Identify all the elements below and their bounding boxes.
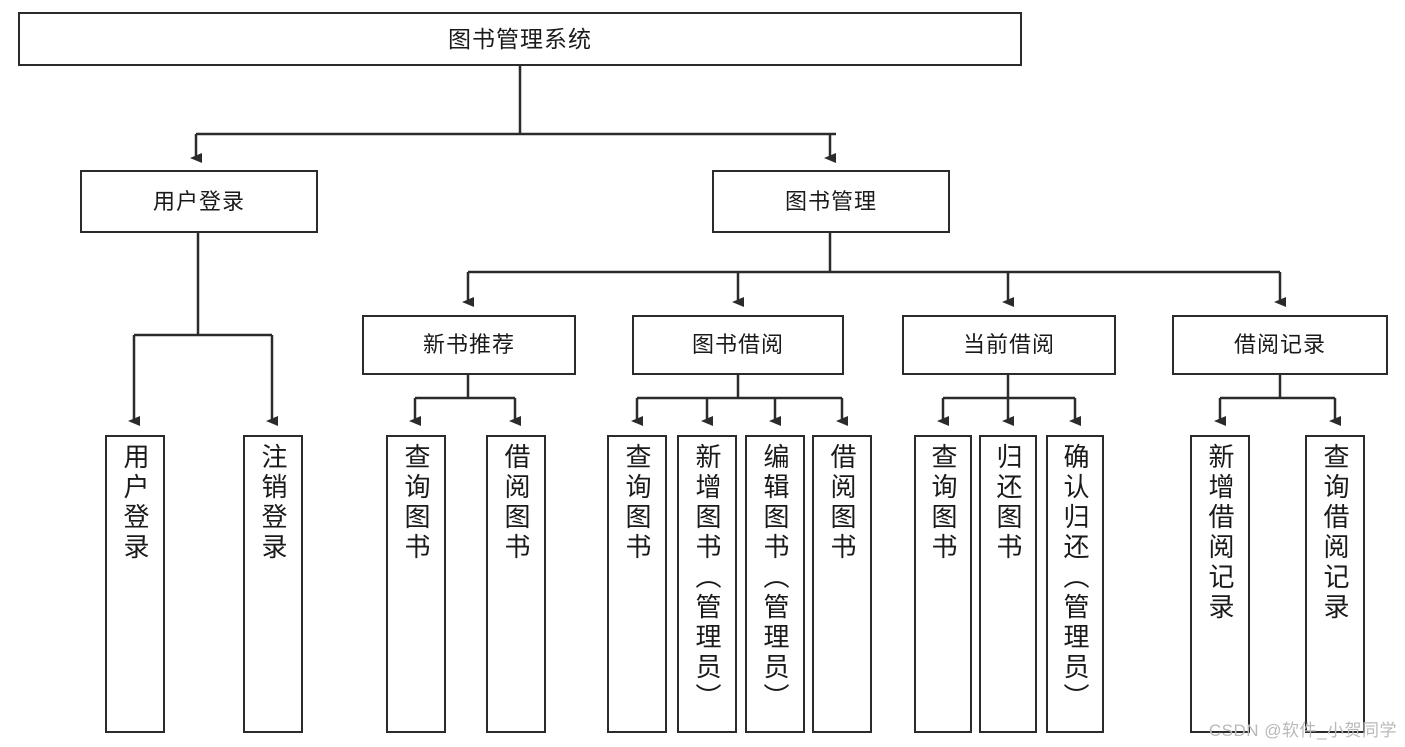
node-user-login[interactable]: 用户登录 (80, 170, 318, 233)
leaf-query-book-borrow[interactable]: 查询图书 (607, 435, 667, 733)
node-label: 新增借阅记录 (1205, 443, 1235, 623)
node-book-borrow[interactable]: 图书借阅 (632, 315, 844, 375)
leaf-logout[interactable]: 注销登录 (243, 435, 303, 733)
node-label: 归还图书 (993, 443, 1023, 563)
leaf-add-book-admin[interactable]: 新增图书（管理员） (677, 435, 737, 733)
node-current-borrow[interactable]: 当前借阅 (902, 315, 1116, 375)
node-label: 确认归还（管理员） (1060, 443, 1090, 713)
leaf-borrow-book[interactable]: 借阅图书 (812, 435, 872, 733)
leaf-query-borrow-record[interactable]: 查询借阅记录 (1305, 435, 1365, 733)
node-label: 新书推荐 (422, 332, 515, 358)
node-borrow-record[interactable]: 借阅记录 (1172, 315, 1388, 375)
leaf-query-book-recommend[interactable]: 查询图书 (386, 435, 446, 733)
leaf-edit-book-admin[interactable]: 编辑图书（管理员） (745, 435, 805, 733)
node-label: 查询图书 (622, 443, 652, 563)
leaf-query-book-current[interactable]: 查询图书 (914, 435, 972, 733)
leaf-borrow-book-recommend[interactable]: 借阅图书 (486, 435, 546, 733)
node-root-book-management-system[interactable]: 图书管理系统 (18, 12, 1022, 66)
node-label: 借阅图书 (501, 443, 531, 563)
node-label: 借阅记录 (1233, 332, 1326, 358)
node-label: 图书借阅 (691, 332, 784, 358)
leaf-user-login[interactable]: 用户登录 (105, 435, 165, 733)
node-label: 编辑图书（管理员） (760, 443, 790, 713)
node-label: 新增图书（管理员） (692, 443, 722, 713)
node-label: 当前借阅 (962, 332, 1055, 358)
node-label: 用户登录 (152, 188, 245, 214)
node-label: 用户登录 (120, 443, 150, 563)
node-label: 查询图书 (401, 443, 431, 563)
node-label: 图书管理系统 (448, 25, 592, 52)
watermark: CSDN @软件_小贺同学 (1208, 721, 1397, 740)
node-label: 借阅图书 (827, 443, 857, 563)
node-label: 查询图书 (928, 443, 958, 563)
leaf-add-borrow-record[interactable]: 新增借阅记录 (1190, 435, 1250, 733)
leaf-confirm-return-admin[interactable]: 确认归还（管理员） (1046, 435, 1104, 733)
node-book-management[interactable]: 图书管理 (712, 170, 950, 233)
node-label: 查询借阅记录 (1320, 443, 1350, 623)
node-label: 注销登录 (258, 443, 288, 563)
leaf-return-book[interactable]: 归还图书 (979, 435, 1037, 733)
node-label: 图书管理 (784, 188, 877, 214)
node-new-book-recommendation[interactable]: 新书推荐 (362, 315, 576, 375)
